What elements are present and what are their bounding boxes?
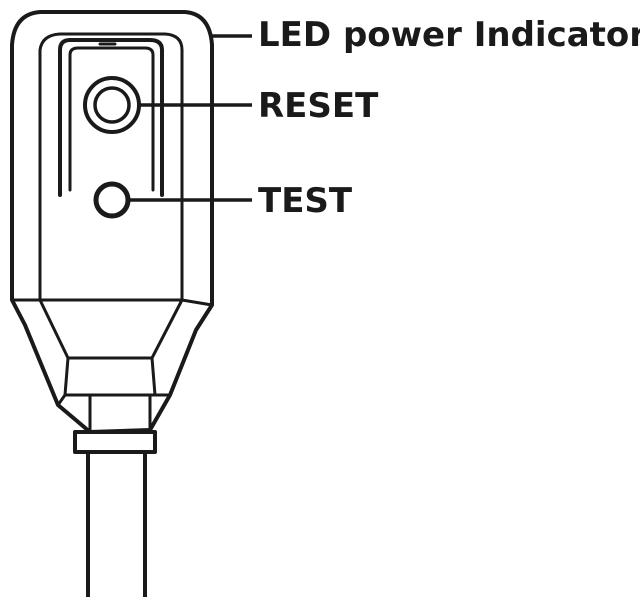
reset-label: RESET xyxy=(258,86,379,126)
power-cord xyxy=(86,450,147,597)
test-button-icon[interactable] xyxy=(93,181,131,219)
reset-button-icon[interactable] xyxy=(83,76,141,134)
plug-housing xyxy=(10,10,214,454)
led-window xyxy=(58,38,164,197)
led-power-indicator-label: LED power Indicator xyxy=(258,15,640,55)
test-label: TEST xyxy=(258,181,353,221)
